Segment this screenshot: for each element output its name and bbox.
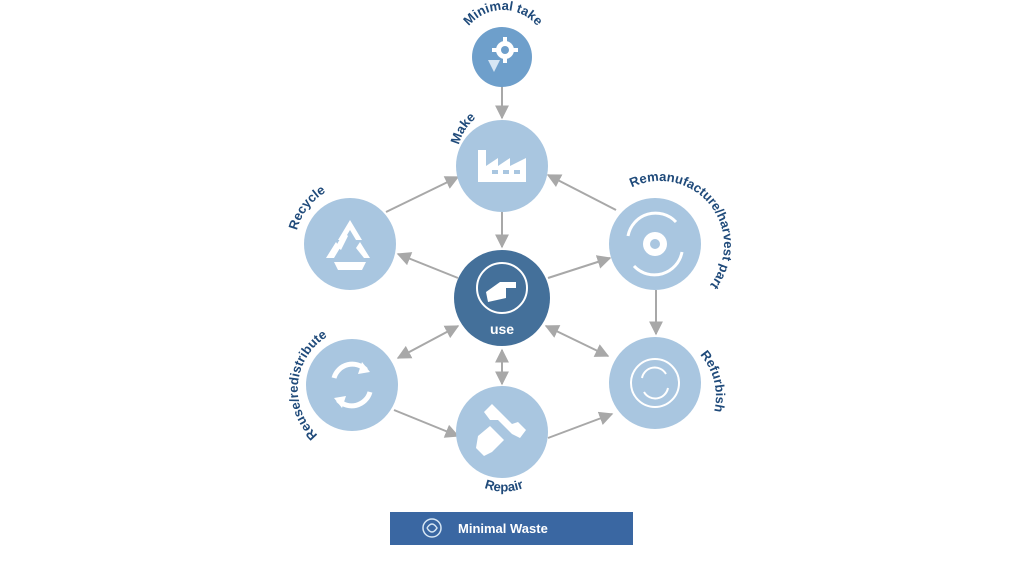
node-remanufacture: Remanufacture/harvest part <box>609 169 736 293</box>
refresh-icon <box>331 361 373 409</box>
footer-banner: Minimal Waste <box>390 512 633 545</box>
arrow-use-to-recycle <box>396 252 459 279</box>
repair-label: Repair <box>483 476 525 494</box>
recycle-icon <box>326 220 370 270</box>
node-repair: Repair <box>456 386 548 495</box>
arrow-use-to-reman <box>547 255 612 279</box>
waste-cycle-icon <box>422 518 442 538</box>
connector-arrows <box>385 86 663 439</box>
pointing-hand-icon <box>476 262 528 314</box>
arrow-use-reuse <box>396 325 460 359</box>
arrow-recycle-to-make <box>385 176 460 213</box>
arrow-reuse-to-repair <box>393 409 460 438</box>
node-refurbish: Refurbish <box>609 337 728 429</box>
node-minimal-take: Minimal take <box>460 0 546 87</box>
gear-refresh-icon <box>630 358 680 408</box>
refurbish-label: Refurbish <box>698 347 728 413</box>
node-use: use <box>454 250 550 346</box>
minimal-take-label: Minimal take <box>460 0 546 28</box>
node-recycle: Recycle <box>285 182 396 290</box>
arrow-repair-to-refurbish <box>547 411 614 439</box>
arrow-use-refurbish <box>544 325 610 357</box>
factory-icon <box>478 150 526 182</box>
footer-label: Minimal Waste <box>458 521 548 536</box>
node-make: Make <box>447 109 548 212</box>
gear-download-icon <box>488 37 518 72</box>
arrow-reman-to-make <box>546 174 617 211</box>
use-label: use <box>490 321 514 337</box>
wrench-hand-icon <box>476 404 526 456</box>
node-reuse: Reuse/redistribute <box>286 326 398 443</box>
gear-cycle-icon <box>626 211 684 277</box>
